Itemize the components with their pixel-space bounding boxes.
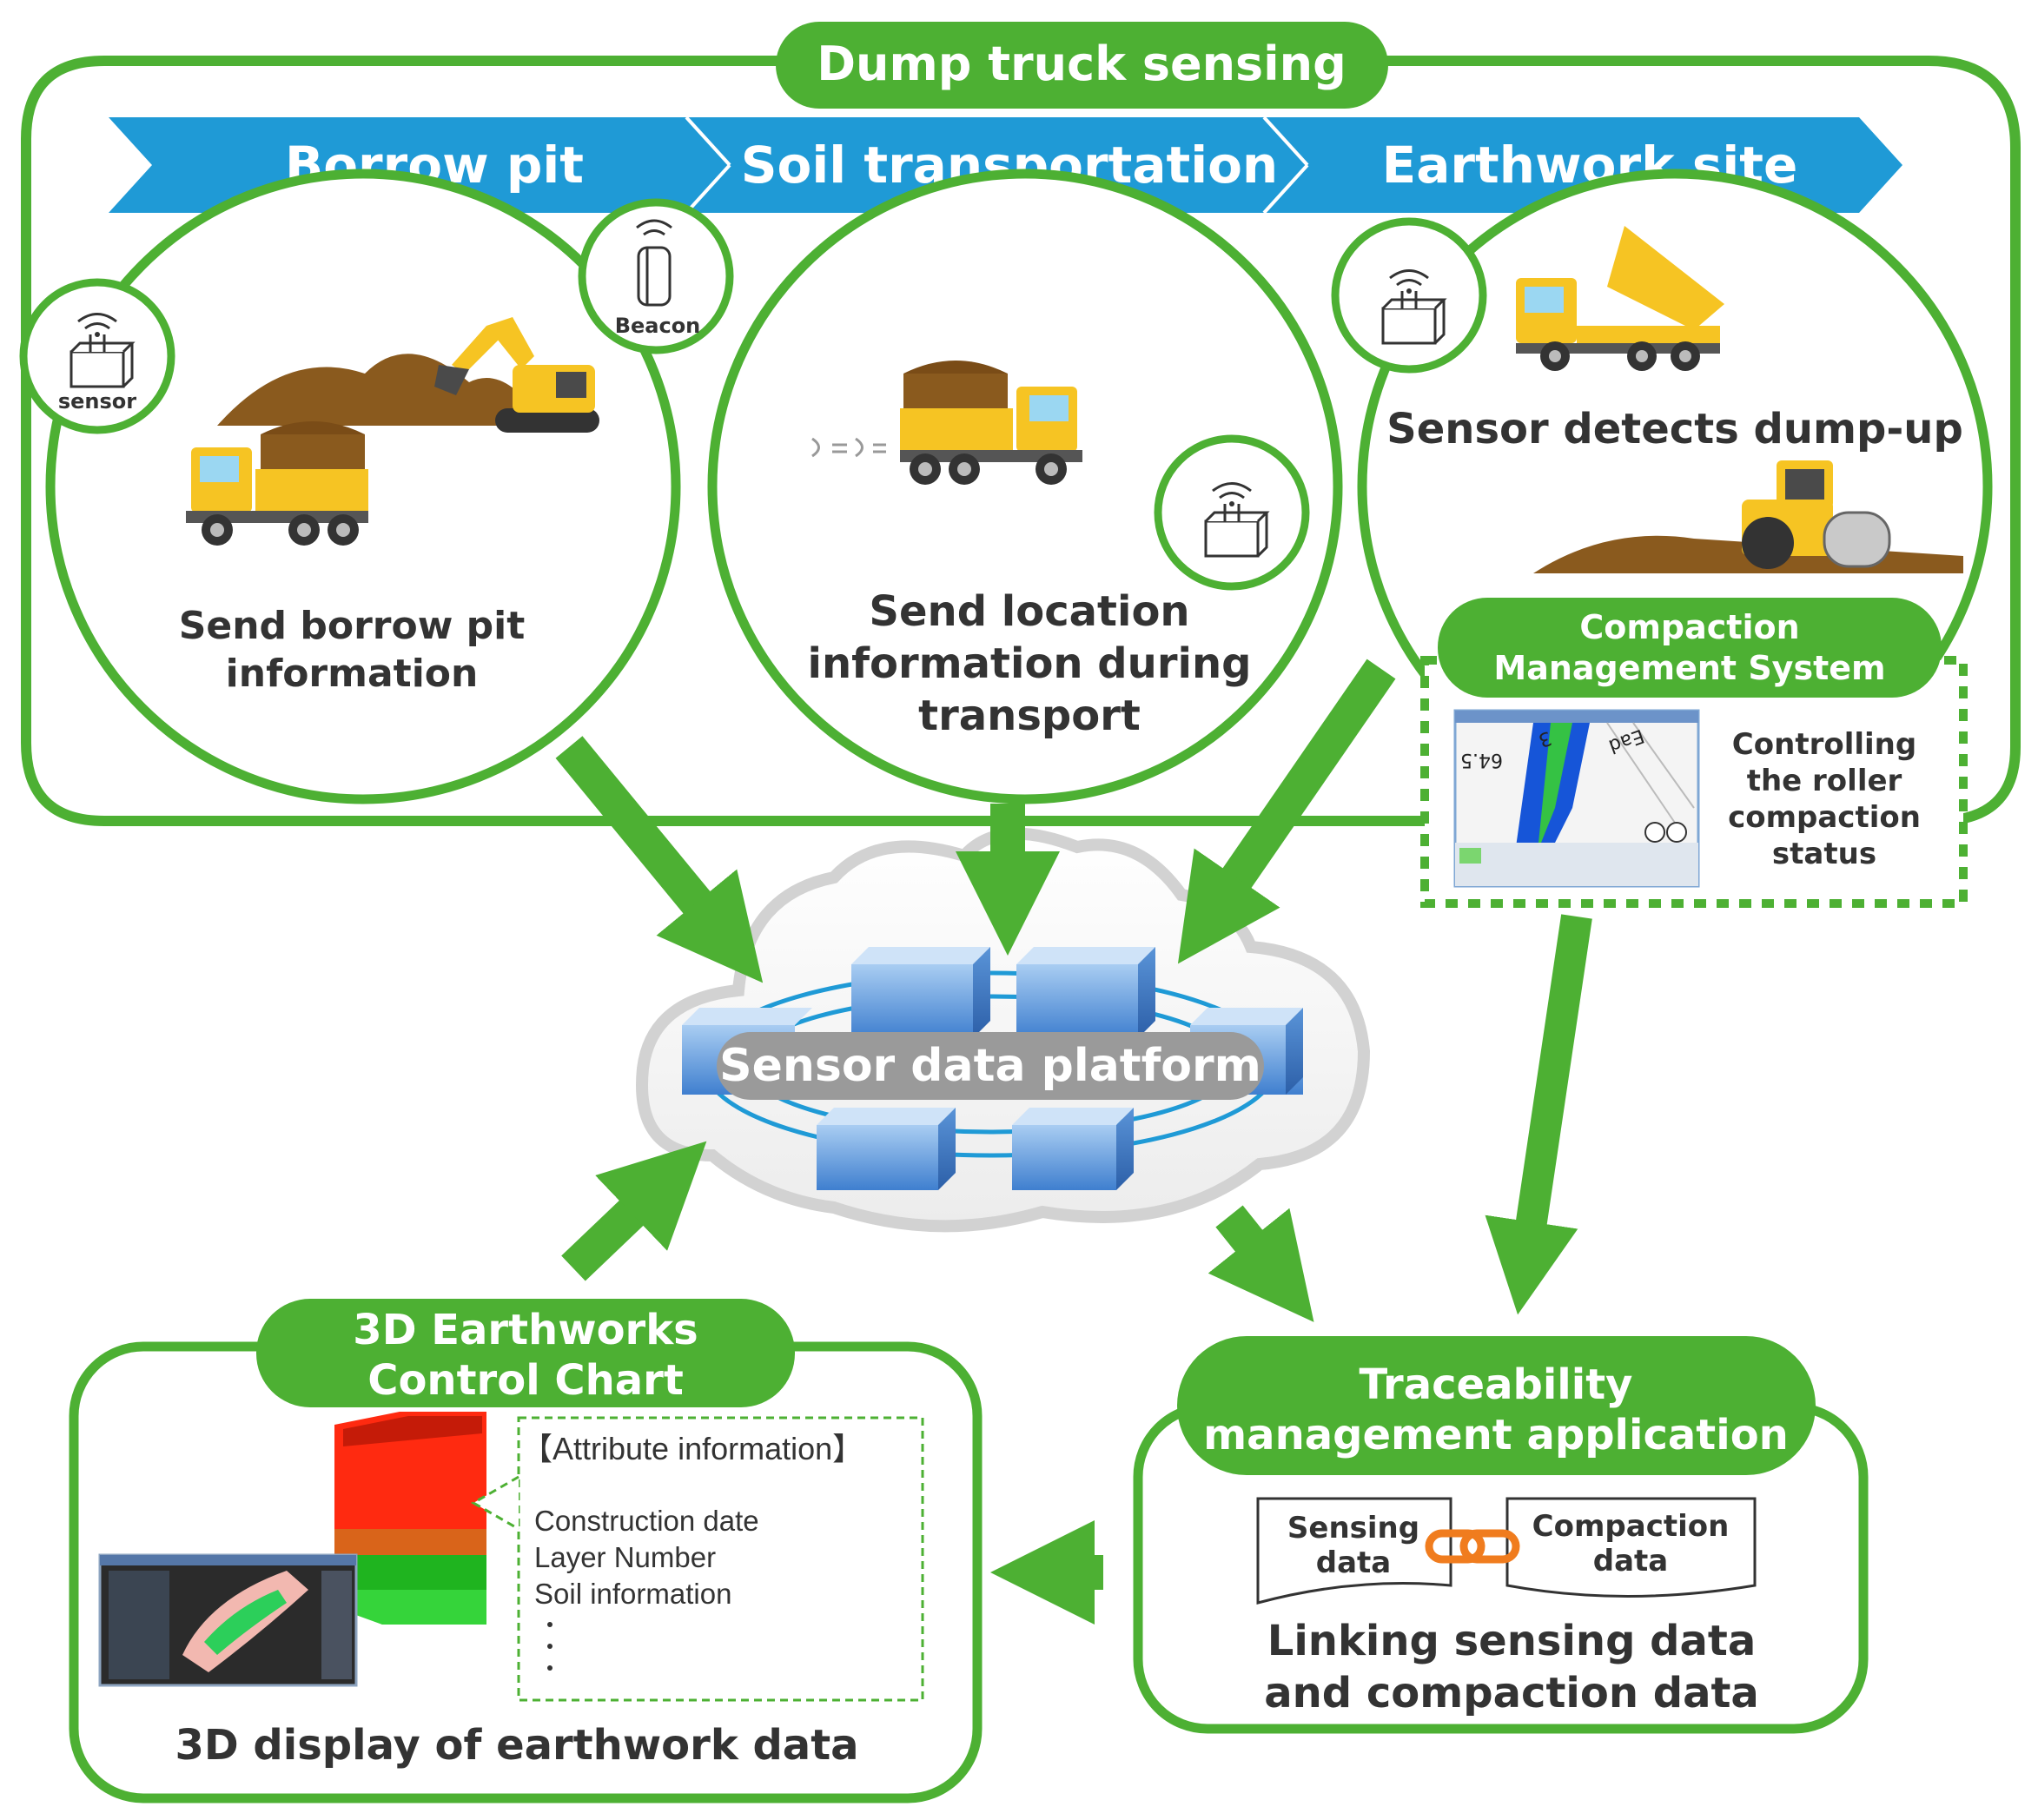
compaction-system-title-line2: Management System <box>1493 649 1885 687</box>
compaction-data-line2: data <box>1593 1544 1668 1578</box>
borrow-pit-caption-line1: Send borrow pit <box>179 604 526 648</box>
earthworks-chart-caption: 3D display of earthwork data <box>175 1721 858 1770</box>
sensing-data-line1: Sensing <box>1287 1511 1419 1545</box>
attribute-pointer <box>470 1475 519 1531</box>
attribute-header: 【Attribute information】 <box>521 1431 864 1466</box>
compaction-desc-line1: Controlling <box>1732 727 1916 762</box>
compaction-desc-line4: status <box>1772 837 1876 871</box>
platform-label: Sensor data platform <box>719 1040 1261 1092</box>
earthworks-chart-title-line1: 3D Earthworks <box>353 1306 698 1354</box>
motion-lines <box>811 437 886 458</box>
attribute-item-soil-information: Soil information <box>534 1578 731 1610</box>
earthworks-chart-title-line2: Control Chart <box>367 1356 684 1405</box>
beacon-label: Beacon <box>615 314 701 338</box>
header-title: Dump truck sensing <box>817 36 1347 91</box>
compaction-roller <box>1742 460 1891 569</box>
earthwork-caption: Sensor detects dump-up <box>1386 405 1963 453</box>
attribute-ellipsis <box>547 1622 553 1671</box>
header-title-pill <box>776 22 1388 109</box>
earthwork-sensor-callout <box>1331 217 1487 374</box>
dump-up-truck <box>1516 226 1724 371</box>
3d-layer-block <box>334 1412 486 1625</box>
traceability-title-line1: Traceability <box>1360 1360 1633 1409</box>
3d-map-screenshot <box>98 1553 358 1687</box>
borrow-pit-caption-line2: information <box>226 652 479 696</box>
soil-mound <box>217 354 539 426</box>
traceability-caption-line1: Linking sensing data <box>1267 1617 1756 1665</box>
platform-label-pill <box>717 1032 1264 1100</box>
transport-caption-line2: information during <box>807 639 1251 688</box>
compaction-desc-line3: compaction <box>1728 800 1921 835</box>
transport-caption-line3: transport <box>918 692 1141 740</box>
sensing-data-line2: data <box>1316 1545 1391 1580</box>
attribute-item-construction-date: Construction date <box>534 1505 759 1537</box>
transport-circle <box>707 169 1343 804</box>
traceability-caption-line2: and compaction data <box>1264 1669 1759 1717</box>
compaction-screenshot <box>1453 709 1700 888</box>
compaction-system-title-line1: Compaction <box>1579 608 1799 646</box>
attribute-info-box <box>517 1416 924 1702</box>
compaction-data-line1: Compaction <box>1532 1509 1730 1544</box>
beacon-icon <box>636 219 672 307</box>
traceability-title-pill <box>1177 1336 1816 1475</box>
compaction-data-document <box>1505 1497 1757 1598</box>
attribute-item-layer-number: Layer Number <box>534 1541 716 1573</box>
transport-caption-line1: Send location <box>869 587 1189 636</box>
sensor-label: sensor <box>58 389 136 414</box>
chain-link-icon <box>1425 1529 1520 1564</box>
compaction-desc-line2: the roller <box>1747 764 1902 798</box>
excavator <box>434 317 599 433</box>
earthworks-chart-title-pill <box>256 1299 795 1407</box>
compaction-screen-text1: 64.5 <box>1460 749 1503 771</box>
sensing-data-document <box>1256 1497 1452 1605</box>
stage-chevron-soil-transportation <box>686 117 1307 213</box>
compaction-system-title-pill <box>1438 598 1942 698</box>
flow-arrows <box>555 659 1592 1625</box>
traceability-title-line2: management application <box>1203 1411 1789 1459</box>
